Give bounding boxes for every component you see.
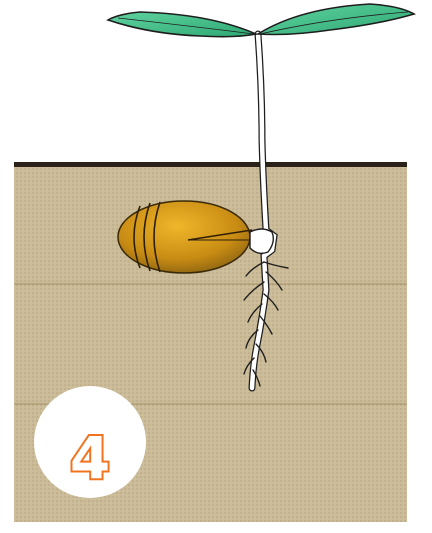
soil-surface bbox=[14, 162, 407, 167]
seed bbox=[117, 200, 253, 274]
roots bbox=[243, 261, 289, 387]
right-cotyledon-leaf bbox=[255, 3, 417, 36]
step-badge bbox=[34, 386, 146, 498]
root-collar bbox=[249, 228, 275, 255]
left-cotyledon-leaf bbox=[106, 11, 259, 38]
